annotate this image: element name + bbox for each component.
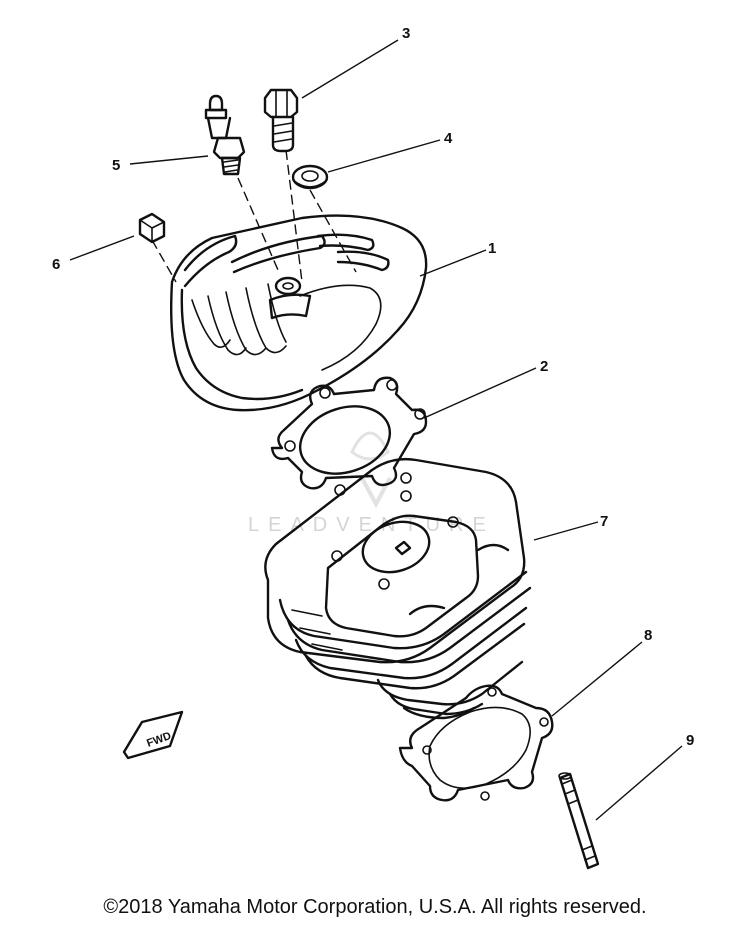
callout-3: 3 — [402, 25, 410, 42]
assembly-guides — [151, 149, 357, 283]
part-3-bolt[interactable] — [263, 88, 299, 153]
fwd-indicator: FWD — [122, 710, 184, 760]
callout-7: 7 — [600, 513, 608, 530]
exploded-parts-diagram: LEADVENTURE — [52, 25, 694, 870]
part-6-cap[interactable] — [138, 212, 166, 244]
callout-1: 1 — [488, 240, 496, 257]
part-5-plug[interactable] — [204, 94, 246, 176]
part-4-washer[interactable] — [291, 164, 329, 190]
copyright-notice: ©2018 Yamaha Motor Corporation, U.S.A. A… — [103, 896, 647, 918]
callout-9: 9 — [686, 732, 694, 749]
part-7-cylinder[interactable] — [264, 457, 532, 720]
part-2-head-gasket[interactable] — [270, 376, 428, 496]
part-1-cylinder-head[interactable] — [170, 214, 428, 412]
part-8-base-gasket[interactable] — [398, 684, 554, 802]
callout-2: 2 — [540, 358, 548, 375]
leader-lines — [69, 39, 683, 821]
callout-6: 6 — [52, 256, 60, 273]
callout-labels: 3 4 5 6 1 2 7 8 9 — [52, 25, 694, 749]
callout-5: 5 — [112, 157, 120, 174]
callout-8: 8 — [644, 627, 652, 644]
part-9-stud[interactable] — [558, 772, 600, 870]
callout-4: 4 — [444, 130, 453, 147]
